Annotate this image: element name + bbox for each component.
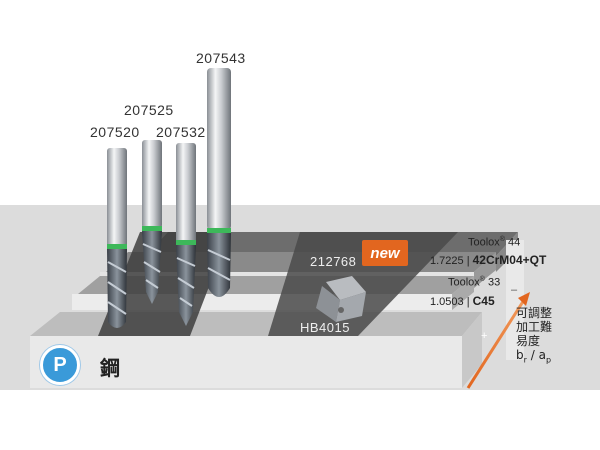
material-42crmo4: 1.7225 | 42CrM04+QT: [430, 253, 547, 267]
material-c45: 1.0503 | C45: [430, 294, 495, 308]
tool-label-207525: 207525: [124, 102, 174, 118]
new-badge: new: [362, 240, 408, 266]
difficulty-label: 可調整 加工難 易度 br / ap: [516, 306, 553, 365]
tool-label-207532: 207532: [156, 124, 206, 140]
tool-207532: [176, 143, 196, 326]
scale-plus: +: [481, 330, 488, 342]
insert-hb4015-image: [316, 276, 366, 322]
insert-grade-label: HB4015: [300, 320, 350, 335]
step-2-side: [452, 276, 474, 310]
tool-label-207520: 207520: [90, 124, 140, 140]
tool-label-207543: 207543: [196, 50, 246, 66]
material-group-label: 鋼: [100, 356, 120, 380]
scale-bar: [506, 240, 524, 360]
difficulty-arrow-line: [466, 299, 526, 389]
scale-minus: –: [511, 284, 518, 296]
material-group-p-badge: P: [40, 345, 80, 385]
difficulty-arrow-head: [518, 292, 530, 306]
step-1-side: [462, 312, 482, 388]
step-1-front: [30, 336, 462, 388]
insert-id-label: 212768: [310, 254, 357, 269]
insert-shadow: [268, 232, 458, 336]
tool-207525: [142, 140, 162, 304]
step-1-top: [30, 312, 482, 336]
tool-207543: [207, 68, 231, 297]
material-toolox-33: Toolox® 33: [448, 276, 501, 289]
material-toolox-44: Toolox® 44: [468, 236, 521, 249]
tool-shadow: [98, 232, 230, 336]
step-3-side: [474, 252, 496, 288]
tool-207520: [107, 148, 127, 328]
